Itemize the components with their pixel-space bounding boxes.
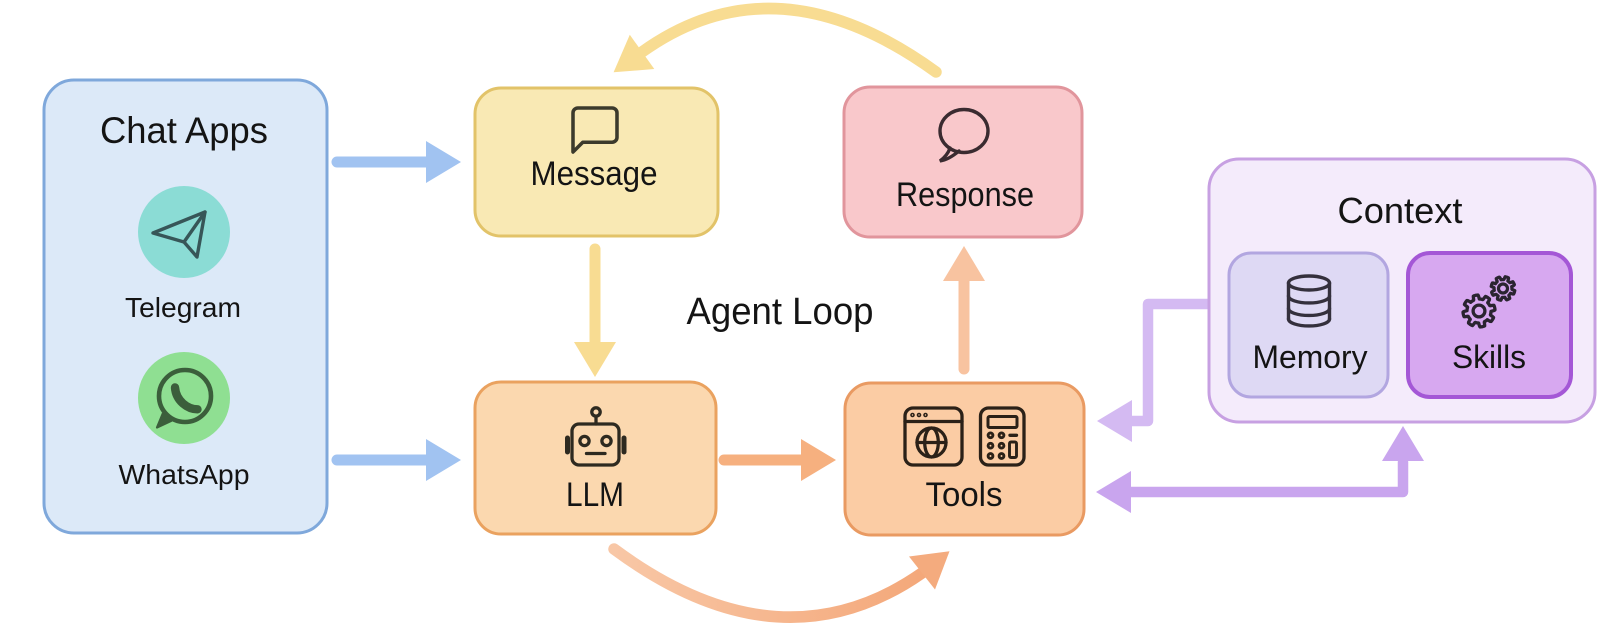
svg-text:Agent Loop: Agent Loop (687, 291, 874, 333)
svg-text:Message: Message (531, 155, 658, 193)
svg-text:Memory: Memory (1253, 339, 1368, 375)
svg-text:Skills: Skills (1452, 339, 1526, 375)
svg-text:Tools: Tools (926, 476, 1003, 514)
svg-text:Telegram: Telegram (125, 292, 241, 323)
svg-text:Context: Context (1338, 190, 1463, 231)
svg-text:Response: Response (896, 176, 1034, 214)
svg-text:WhatsApp: WhatsApp (119, 459, 250, 490)
svg-text:LLM: LLM (566, 476, 624, 514)
svg-text:Chat Apps: Chat Apps (100, 110, 268, 151)
